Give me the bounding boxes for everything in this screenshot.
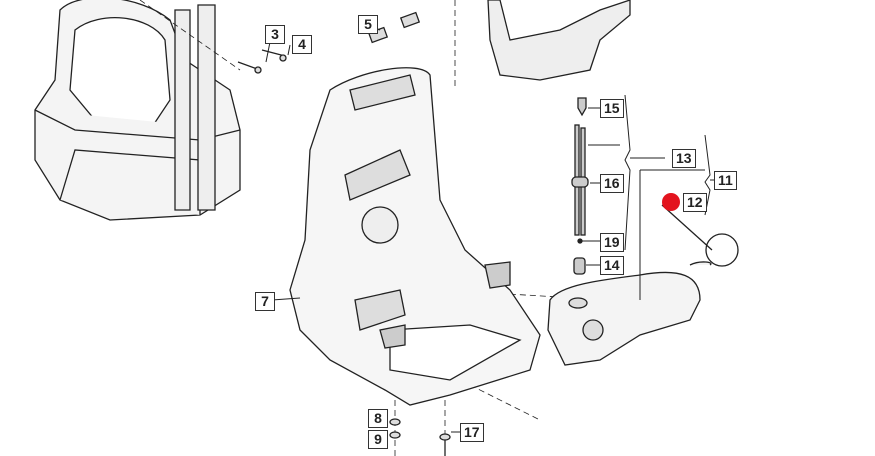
shoulder-harness xyxy=(34,0,241,221)
callout-11: 11 xyxy=(714,171,737,190)
fuel-tube-parts xyxy=(571,97,589,275)
callout-4: 4 xyxy=(292,35,312,54)
backplate xyxy=(289,67,541,406)
callout-15: 15 xyxy=(600,99,624,118)
bolts xyxy=(237,11,451,456)
callout-13: 13 xyxy=(672,149,696,168)
callout-14: 14 xyxy=(600,256,624,275)
callout-5: 5 xyxy=(358,15,378,34)
callout-8: 8 xyxy=(368,409,388,428)
callout-17: 17 xyxy=(460,423,484,442)
red-marker xyxy=(662,193,680,211)
callout-19: 19 xyxy=(600,233,624,252)
leader-lines xyxy=(265,27,714,438)
callout-7: 7 xyxy=(255,292,275,311)
frame-part xyxy=(487,0,631,81)
callout-16: 16 xyxy=(600,174,624,193)
callout-9: 9 xyxy=(368,430,388,449)
callout-12: 12 xyxy=(683,193,707,212)
callout-3: 3 xyxy=(265,25,285,44)
fuel-tank xyxy=(547,204,739,366)
